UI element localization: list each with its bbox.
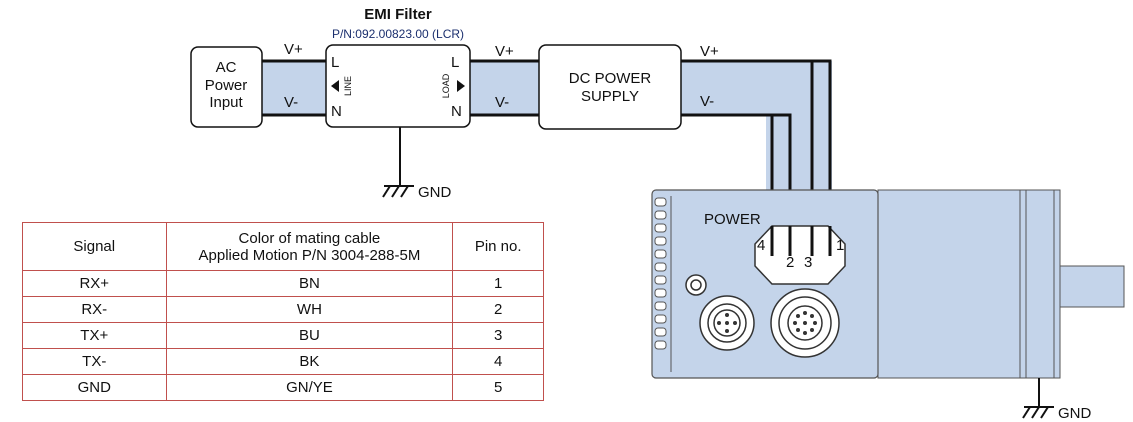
cell-pin: 2 [452,296,544,323]
cell-color: WH [165,296,454,323]
cell-signal: TX- [22,348,167,375]
power-connector-label: POWER [704,211,761,228]
cell-pin: 3 [452,322,544,349]
filter-right-n: N [451,103,462,120]
table-row: GND GN/YE 5 [22,374,544,401]
dc-supply-box: DC POWER SUPPLY [538,44,682,130]
screw-icon [685,274,707,296]
cell-color: BK [165,348,454,375]
pin-assignment-table: Signal Color of mating cable Applied Mot… [22,222,544,401]
filter-to-supply-band [470,61,540,115]
power-pin-1: 1 [836,237,844,254]
power-pin-2: 2 [786,254,794,271]
cell-signal: RX- [22,296,167,323]
cell-signal: GND [22,374,167,401]
cell-color: BN [165,270,454,297]
filter-vminus-label: V- [495,94,509,111]
power-connector [754,225,846,285]
ac-input-line3: Input [209,94,243,111]
dc-supply-line2: SUPPLY [581,88,639,105]
line-arrow-icon [331,80,339,92]
motor-shaft [1059,265,1125,308]
power-pin-3: 3 [804,254,812,271]
cell-signal: TX+ [22,322,167,349]
motor-gnd-label: GND [1058,405,1092,422]
cooling-fins [654,197,667,350]
filter-line-label: LINE [343,76,353,96]
out-vplus-label: V+ [700,43,719,60]
emi-filter-title: EMI Filter [364,6,432,23]
out-vminus-label: V- [700,93,714,110]
ac-vminus-label: V- [284,94,298,111]
m12-connector-right-icon [770,288,840,358]
header-pin: Pin no. [452,222,544,271]
power-pin-4: 4 [757,237,765,254]
header-color-line1: Color of mating cable [238,229,381,247]
filter-left-l: L [331,54,339,71]
motor-ground [1022,378,1054,419]
header-color: Color of mating cable Applied Motion P/N… [165,222,454,271]
table-row: RX- WH 2 [22,296,544,323]
motor-flange [877,189,1061,379]
table-row: RX+ BN 1 [22,270,544,297]
ac-vplus-label: V+ [284,41,303,58]
table-row: TX+ BU 3 [22,322,544,349]
filter-right-l: L [451,54,459,71]
cell-pin: 5 [452,374,544,401]
dc-supply-line1: DC POWER [569,70,652,87]
ac-input-line1: AC [216,59,237,76]
table-row: TX- BK 4 [22,348,544,375]
filter-ground [382,127,414,198]
filter-load-label: LOAD [441,73,451,98]
cell-signal: RX+ [22,270,167,297]
table-header-row: Signal Color of mating cable Applied Mot… [22,222,544,271]
ac-input-line2: Power [205,77,248,94]
filter-gnd-label: GND [418,184,452,201]
header-color-line2: Applied Motion P/N 3004-288-5M [198,246,421,264]
load-arrow-icon [457,80,465,92]
header-signal: Signal [22,222,167,271]
ac-to-filter-band [262,61,326,115]
filter-vplus-label: V+ [495,43,514,60]
ac-input-box: AC Power Input [190,46,263,128]
emi-filter-box: L N L N LINE LOAD [325,44,471,128]
motor: POWER 4 2 3 1 [651,189,1125,379]
m12-connector-left-icon [699,295,755,351]
cell-pin: 4 [452,348,544,375]
cell-pin: 1 [452,270,544,297]
filter-left-n: N [331,103,342,120]
cell-color: GN/YE [165,374,454,401]
cell-color: BU [165,322,454,349]
emi-filter-part-number: P/N:092.00823.00 (LCR) [332,27,464,41]
